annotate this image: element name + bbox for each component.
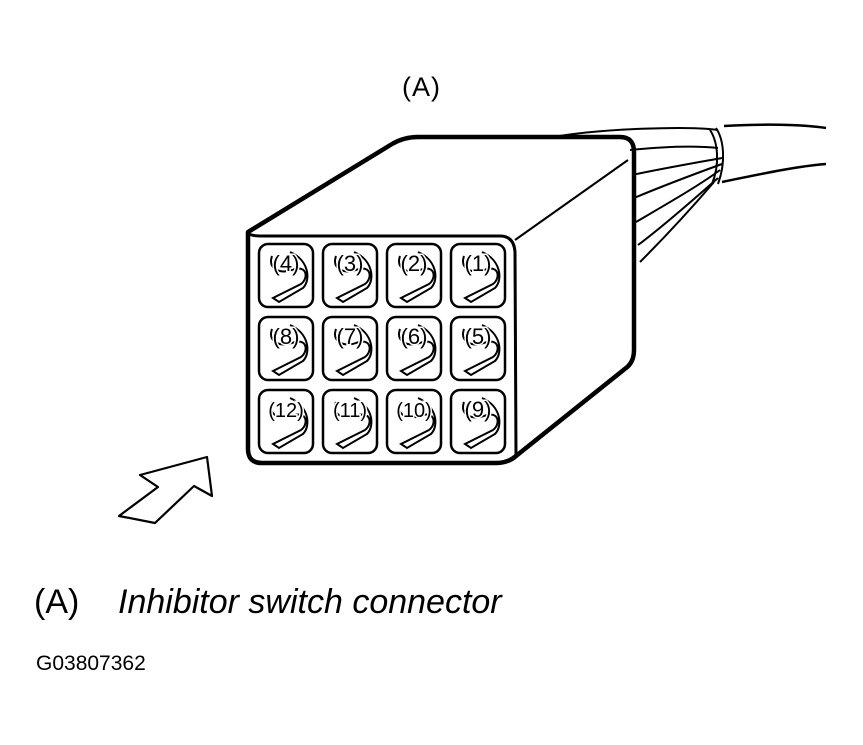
terminal-frame [321,388,379,455]
terminal-number: (12) [268,400,304,422]
terminal-frame [257,315,315,382]
terminal-contact [398,324,437,377]
legend: (A) Inhibitor switch connector [34,583,502,622]
connector-diagram: (4) (3) (2) (1) (8) (7) (6) (5) (12) (11) (10) (9) [117,123,827,525]
terminal-frame [449,388,507,455]
terminal-frame [257,388,315,455]
terminal-contact [462,324,501,377]
terminal-cavity: (5) [449,315,507,382]
terminal-contact [334,324,373,377]
terminal-frame [321,315,379,382]
arrow-icon [117,455,214,525]
wire-harness [547,123,827,263]
terminal-number: (11) [333,400,367,422]
terminal-number: (1) [465,251,492,276]
terminal-number: (2) [401,251,428,276]
terminal-contact [270,324,309,377]
terminal-number: (3) [337,251,364,276]
terminal-number: (9) [465,397,492,422]
terminal-number: (8) [273,324,300,349]
terminal-contact [270,397,309,450]
terminal-number: (6) [401,324,428,349]
terminal-contact [398,397,437,450]
terminal-cavity: (1) [449,242,507,309]
terminal-frame [449,315,507,382]
connector-callout-label: (A) [402,72,441,102]
terminal-contact [334,397,373,450]
terminal-contact [334,251,373,304]
terminal-cavity: (11) [321,388,379,455]
terminal-cavity: (10) [385,388,443,455]
terminal-number: (4) [273,251,300,276]
terminal-grid: (4) (3) (2) (1) (8) (7) (6) (5) (12) (11) (10) (9) [257,242,507,455]
legend-text: Inhibitor switch connector [118,583,502,621]
terminal-frame [321,242,379,309]
terminal-contact [462,397,501,450]
terminal-cavity: (2) [385,242,443,309]
legend-key: (A) [34,583,80,621]
terminal-frame [385,242,443,309]
terminal-cavity: (6) [385,315,443,382]
terminal-cavity: (3) [321,242,379,309]
terminal-contact [462,251,501,304]
terminal-frame [385,315,443,382]
terminal-number: (5) [465,324,492,349]
terminal-frame [385,388,443,455]
terminal-contact [398,251,437,304]
terminal-cavity: (12) [257,388,315,455]
terminal-number: (10) [396,400,432,422]
terminal-cavity: (7) [321,315,379,382]
terminal-number: (7) [337,324,364,349]
terminal-frame [449,242,507,309]
terminal-contact [270,251,309,304]
terminal-frame [257,242,315,309]
terminal-cavity: (8) [257,315,315,382]
terminal-cavity: (9) [449,388,507,455]
figure-id: G03807362 [36,652,146,675]
terminal-cavity: (4) [257,242,315,309]
connector-body [245,134,637,466]
